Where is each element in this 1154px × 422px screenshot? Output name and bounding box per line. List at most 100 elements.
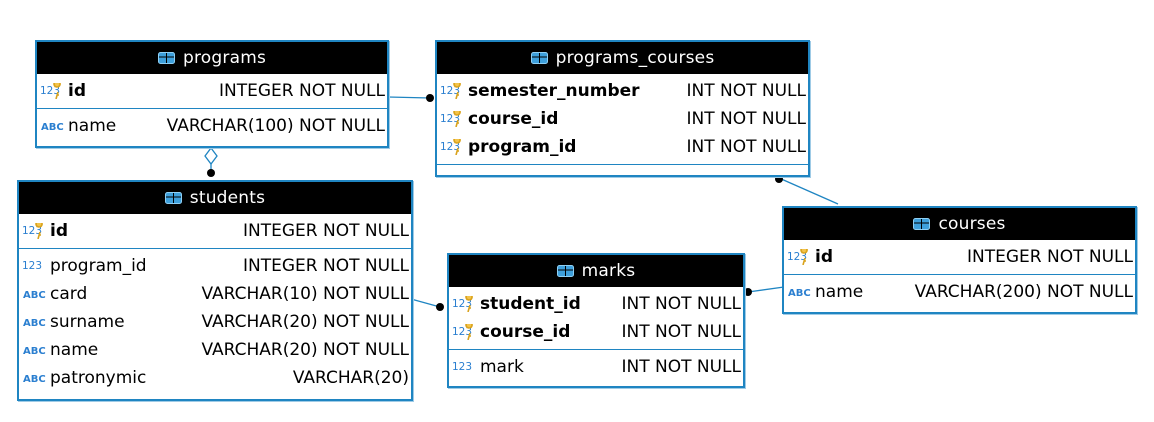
entity-title: programs — [182, 48, 267, 68]
numeric-key-icon: 123 — [440, 83, 461, 99]
attribute-columns: 123 mark INT NOT NULL — [449, 353, 743, 381]
entity-header[interactable]: marks — [449, 255, 743, 287]
entity-title: marks — [581, 261, 636, 281]
column-type: INT NOT NULL — [621, 322, 741, 342]
svg-text:123: 123 — [452, 326, 472, 338]
text-icon: ABC — [23, 346, 46, 357]
column-row[interactable]: 123 id INTEGER NOT NULL — [37, 77, 387, 105]
link-students-marks[interactable] — [410, 298, 441, 308]
column-name: card — [50, 284, 88, 304]
column-type: VARCHAR(20) — [292, 368, 409, 388]
link-marks-courses[interactable] — [747, 286, 785, 293]
numeric-key-icon: 123 — [440, 139, 461, 155]
entity-title: programs_courses — [555, 48, 715, 68]
link-end-dot — [436, 303, 444, 311]
column-row[interactable]: 123 course_id INT NOT NULL — [449, 318, 743, 346]
svg-text:123: 123 — [440, 113, 460, 125]
numeric-icon: 123 — [22, 260, 42, 272]
column-row[interactable]: 123 mark INT NOT NULL — [449, 353, 743, 381]
text-icon: ABC — [23, 374, 46, 385]
column-type: INT NOT NULL — [686, 81, 806, 101]
link-programs-programs-courses[interactable] — [387, 96, 431, 99]
column-row[interactable]: 123 program_id INTEGER NOT NULL — [19, 252, 411, 280]
svg-text:123: 123 — [22, 260, 42, 272]
numeric-icon: 123 — [452, 361, 472, 373]
primary-key-columns: 123 id INTEGER NOT NULL — [37, 74, 387, 105]
svg-text:ABC: ABC — [23, 346, 46, 357]
column-row[interactable]: 123 course_id INT NOT NULL — [437, 105, 808, 133]
column-name: id — [68, 81, 86, 101]
numeric-key-icon: 123 — [787, 249, 808, 265]
column-type: INTEGER NOT NULL — [243, 221, 409, 241]
column-name: course_id — [480, 322, 571, 342]
column-row[interactable]: ABC card VARCHAR(10) NOT NULL — [19, 280, 411, 308]
svg-text:ABC: ABC — [23, 318, 46, 329]
column-type: VARCHAR(10) NOT NULL — [201, 284, 409, 304]
link-programs-courses-courses[interactable] — [778, 177, 839, 205]
column-row[interactable]: ABC surname VARCHAR(20) NOT NULL — [19, 308, 411, 336]
column-name: program_id — [468, 137, 577, 157]
svg-text:123: 123 — [452, 298, 472, 310]
column-separator — [37, 108, 387, 109]
text-icon: ABC — [41, 122, 64, 133]
column-name: program_id — [50, 256, 147, 276]
entity-header[interactable]: students — [19, 182, 411, 214]
entity-header[interactable]: programs — [37, 42, 387, 74]
svg-text:ABC: ABC — [41, 122, 64, 133]
svg-text:123: 123 — [787, 251, 807, 263]
column-name: name — [815, 282, 864, 302]
column-type: INTEGER NOT NULL — [219, 81, 385, 101]
table-icon — [913, 218, 931, 230]
entity-header[interactable]: programs_courses — [437, 42, 808, 74]
table-icon — [157, 52, 175, 64]
svg-text:123: 123 — [40, 85, 60, 97]
column-name: student_id — [480, 294, 581, 314]
column-type: INT NOT NULL — [621, 357, 741, 377]
column-separator — [437, 164, 808, 165]
column-type: INT NOT NULL — [686, 137, 806, 157]
column-type: VARCHAR(200) NOT NULL — [914, 282, 1133, 302]
entity-title: students — [189, 188, 266, 208]
table-icon — [556, 265, 574, 277]
numeric-key-icon: 123 — [440, 111, 461, 127]
numeric-key-icon: 123 — [452, 296, 473, 312]
svg-text:ABC: ABC — [23, 290, 46, 301]
table-icon — [164, 192, 182, 204]
column-type: INT NOT NULL — [686, 109, 806, 129]
link-end-dot — [207, 169, 215, 177]
numeric-key-icon: 123 — [452, 324, 473, 340]
svg-text:ABC: ABC — [23, 374, 46, 385]
entity-title: courses — [938, 214, 1006, 234]
column-name: id — [815, 247, 833, 267]
text-icon: ABC — [23, 318, 46, 329]
column-name: surname — [50, 312, 125, 332]
column-type: VARCHAR(20) NOT NULL — [201, 312, 409, 332]
column-row[interactable]: ABC patronymic VARCHAR(20) — [19, 364, 411, 392]
column-type: INTEGER NOT NULL — [243, 256, 409, 276]
column-name: id — [50, 221, 68, 241]
entity-header[interactable]: courses — [784, 208, 1135, 240]
column-separator — [449, 349, 743, 350]
column-row[interactable]: 123 program_id INT NOT NULL — [437, 133, 808, 161]
column-name: mark — [480, 357, 524, 377]
link-end-dot — [426, 94, 434, 102]
column-name: patronymic — [50, 368, 147, 388]
column-name: course_id — [468, 109, 559, 129]
